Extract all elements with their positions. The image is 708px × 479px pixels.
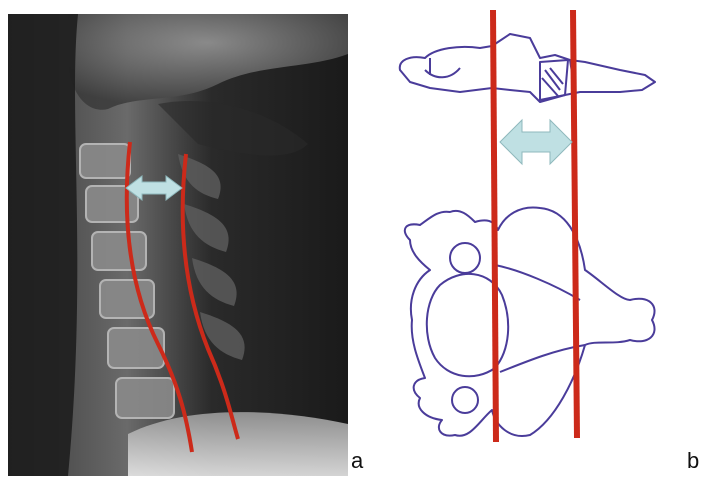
panel-b-label: b [687, 448, 699, 474]
lateral-vertebra-sketch [400, 34, 655, 102]
axial-vertebra-sketch [405, 207, 655, 436]
shoulder-region [128, 412, 348, 476]
vertebra-sketch-panel [380, 0, 680, 479]
soft-tissue [8, 14, 78, 476]
panel-a-label: a [351, 448, 363, 474]
xray-panel [8, 14, 348, 476]
spacing-arrow [500, 120, 572, 164]
red-line-right [573, 10, 577, 438]
red-line-left [493, 10, 496, 442]
